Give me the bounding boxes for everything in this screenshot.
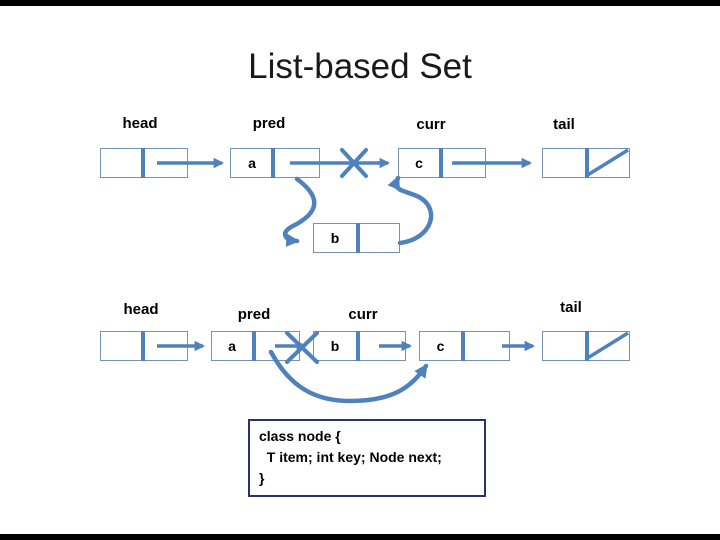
node-divider (585, 331, 589, 361)
code-line-1: class node { (259, 428, 341, 444)
pointer-label-pred: pred (237, 306, 271, 323)
pointer-label-head: head (122, 115, 158, 132)
node-b-label: b (330, 230, 340, 246)
pointer-label-curr: curr (348, 306, 378, 323)
pointer-label-head: head (123, 301, 159, 318)
node-divider (356, 331, 360, 361)
node-a-label: a (228, 338, 236, 354)
pointer-label-curr: curr (416, 116, 446, 133)
node-c: c (419, 331, 510, 361)
node-c-label: c (415, 155, 423, 171)
node-b: b (313, 223, 400, 253)
crossed-out-link-x-icon (340, 148, 368, 178)
node-tail (542, 148, 630, 178)
code-line-2: T item; int key; Node next; (259, 449, 442, 465)
node-divider (252, 331, 256, 361)
code-line-3: } (259, 470, 265, 486)
node-divider (141, 331, 145, 361)
node-tail (542, 331, 630, 361)
node-divider (141, 148, 145, 178)
node-divider (439, 148, 443, 178)
node-a: a (211, 331, 300, 361)
node-head (100, 148, 188, 178)
node-a: a (230, 148, 320, 178)
curve-b-to-c (387, 175, 434, 246)
node-c-label: c (436, 338, 445, 354)
code-box: class node { T item; int key; Node next;… (248, 419, 486, 497)
letterbox-bottom (0, 534, 720, 540)
node-divider (585, 148, 589, 178)
pointer-label-pred: pred (252, 115, 286, 132)
node-head (100, 331, 188, 361)
pointer-label-tail: tail (560, 299, 582, 316)
curve-a-to-b (282, 176, 317, 247)
node-c: c (398, 148, 486, 178)
node-divider (461, 331, 465, 361)
slide-title: List-based Set (248, 47, 472, 86)
node-divider (271, 148, 275, 178)
node-b-label: b (330, 338, 340, 354)
node-b: b (313, 331, 406, 361)
letterbox-top (0, 0, 720, 6)
node-divider (356, 223, 360, 253)
node-a-label: a (248, 155, 256, 171)
pointer-label-tail: tail (553, 116, 575, 133)
